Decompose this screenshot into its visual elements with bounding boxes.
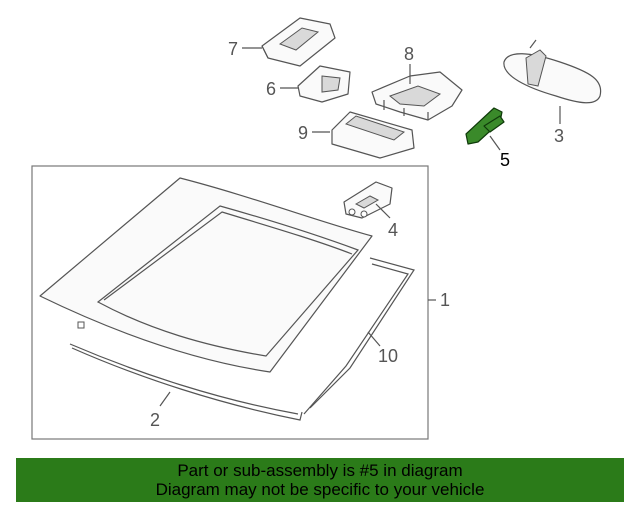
- part-8[interactable]: [371, 71, 463, 121]
- windshield[interactable]: [39, 177, 373, 373]
- callout-5: 5: [500, 150, 510, 170]
- banner-line-2: Diagram may not be specific to your vehi…: [155, 480, 485, 499]
- callout-3: 3: [554, 126, 564, 146]
- assembly-frame: [31, 165, 429, 440]
- leader-4: [375, 203, 391, 219]
- callout-2: 2: [150, 410, 160, 430]
- banner-line-1: Part or sub-assembly is #5 in diagram: [177, 461, 463, 480]
- callout-9: 9: [298, 123, 308, 143]
- callout-1: 1: [440, 290, 450, 310]
- callout-7: 7: [228, 39, 238, 59]
- leader-2: [159, 391, 171, 407]
- part-9[interactable]: [331, 111, 415, 159]
- part-5[interactable]: [465, 107, 505, 145]
- part-3[interactable]: [503, 39, 602, 104]
- callout-8: 8: [404, 44, 414, 64]
- part-6[interactable]: [297, 65, 351, 103]
- part-7[interactable]: [261, 17, 336, 67]
- parts-diagram: 7 6 8 9 3 5 1 4: [31, 17, 602, 440]
- leader-5: [489, 135, 501, 151]
- part-4[interactable]: [343, 181, 393, 219]
- leader-10: [367, 331, 381, 347]
- part-10[interactable]: [303, 257, 415, 415]
- info-banner: Part or sub-assembly is #5 in diagram Di…: [16, 458, 624, 502]
- callout-4: 4: [388, 220, 398, 240]
- callout-10: 10: [378, 346, 398, 366]
- callout-6: 6: [266, 79, 276, 99]
- part-2[interactable]: [69, 343, 303, 421]
